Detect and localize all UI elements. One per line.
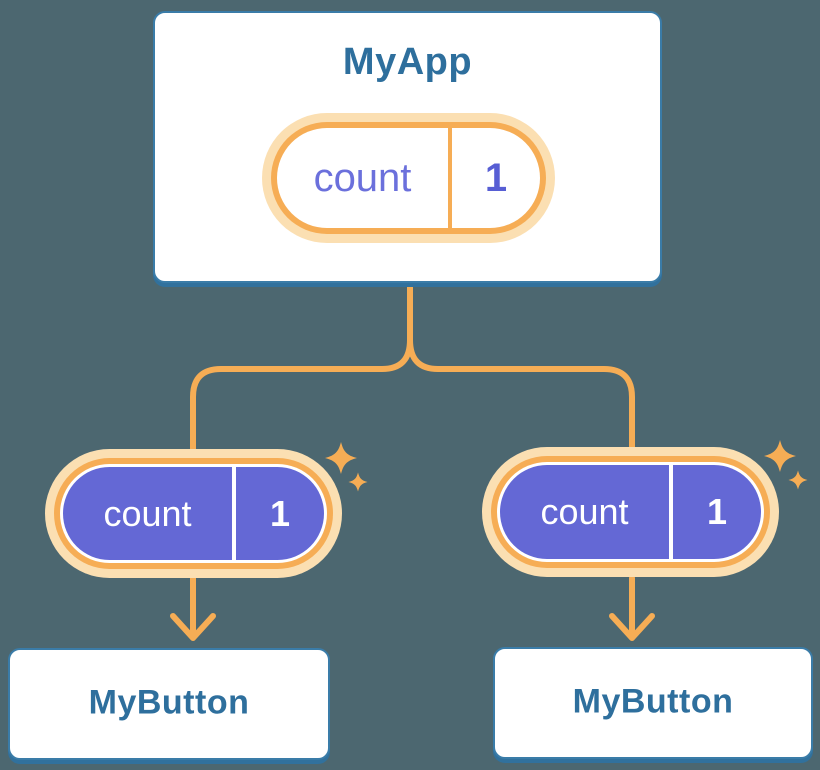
pill-core: count 1 [60, 464, 327, 563]
prop-pill-right: count 1 [482, 447, 779, 577]
prop-label-segment: count [500, 465, 669, 559]
branch-left-connector [190, 284, 413, 452]
prop-value: 1 [706, 491, 728, 532]
pill-ring: count 1 [491, 456, 770, 568]
prop-label: count [540, 491, 629, 532]
pill-core: count 1 [277, 128, 540, 228]
pill-fill: count 1 [500, 465, 761, 559]
pill-core: count 1 [497, 462, 764, 562]
prop-pill-left: count 1 [45, 449, 342, 578]
prop-value-segment: 1 [669, 465, 761, 559]
prop-label: count [313, 155, 412, 200]
sparkle-icon [325, 442, 357, 474]
arrow-down-icon [170, 575, 216, 641]
pill-ring: count 1 [54, 458, 333, 569]
child-component-card-left: MyButton [8, 648, 330, 760]
root-component-title: MyApp [342, 41, 473, 83]
root-state-pill: count 1 [262, 113, 555, 243]
pill-ring: count 1 [271, 122, 546, 234]
sparkle-icon [348, 472, 368, 492]
child-component-title: MyButton [88, 683, 250, 722]
branch-right-connector [407, 339, 635, 450]
prop-label-segment: count [277, 128, 448, 228]
prop-label-segment: count [63, 467, 232, 560]
sparkle-icon [788, 470, 808, 490]
prop-label: count [103, 492, 192, 534]
arrow-down-icon [609, 575, 655, 641]
prop-value: 1 [484, 155, 508, 200]
child-component-title: MyButton [572, 682, 734, 721]
child-component-card-right: MyButton [493, 647, 813, 759]
prop-value: 1 [269, 492, 291, 534]
prop-value-segment: 1 [448, 128, 540, 228]
sparkle-icon [764, 440, 796, 472]
prop-value-segment: 1 [232, 467, 324, 560]
pill-fill: count 1 [63, 467, 324, 560]
